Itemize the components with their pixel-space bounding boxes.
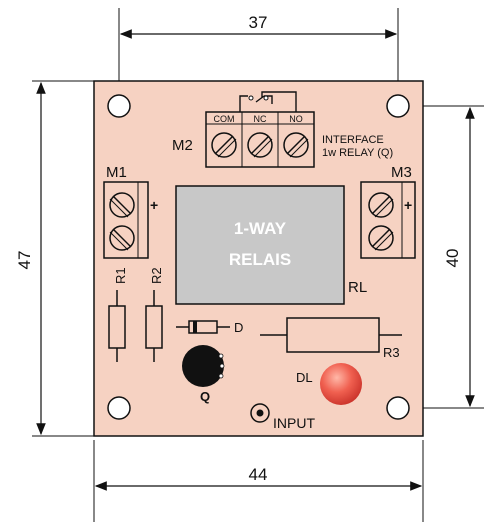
m2-pin-nc: NC xyxy=(254,114,267,124)
relay-rl: 1-WAY RELAIS RL xyxy=(175,185,367,305)
r1-label: R1 xyxy=(113,267,128,284)
r2-label: R2 xyxy=(149,267,164,284)
input-label: INPUT xyxy=(273,415,315,431)
m2-pin-com: COM xyxy=(214,114,235,124)
transistor-body xyxy=(182,345,224,387)
mounting-hole-bottom-left xyxy=(107,396,131,420)
m3-plus: + xyxy=(404,197,412,213)
dimension-bottom-label: 44 xyxy=(249,465,268,484)
led-dl: DL xyxy=(296,363,362,405)
m2-pin-no: NO xyxy=(289,114,303,124)
r3-label: R3 xyxy=(383,345,400,360)
mounting-holes xyxy=(107,94,410,420)
relay-switch-symbol xyxy=(239,91,297,118)
diode-d: D xyxy=(176,320,243,335)
transistor-q: Q xyxy=(182,345,225,404)
dimension-top-label: 37 xyxy=(249,13,268,32)
rl-label: RL xyxy=(348,279,367,296)
mounting-hole-bottom-right xyxy=(386,396,410,420)
resistor-r2: R2 xyxy=(145,267,164,362)
m1-plus: + xyxy=(150,197,158,213)
mounting-hole-top-right xyxy=(386,94,410,118)
dimension-bottom: 44 xyxy=(93,440,424,522)
input-terminal: INPUT xyxy=(250,403,315,431)
relay-body xyxy=(175,185,345,305)
connector-m1: M1 + xyxy=(103,164,158,259)
relay-label-line1: 1-WAY xyxy=(234,219,287,238)
connector-m2: COM NC NO M2 xyxy=(172,91,315,168)
dl-label: DL xyxy=(296,370,313,385)
led-body xyxy=(320,363,362,405)
resistor-r3: R3 xyxy=(260,317,402,360)
dimension-left-label: 47 xyxy=(15,251,34,270)
m1-label: M1 xyxy=(106,164,127,181)
d-label: D xyxy=(234,320,243,335)
mounting-hole-top-left xyxy=(107,94,131,118)
interface-line1: INTERFACE xyxy=(322,134,384,146)
dimension-left: 47 xyxy=(15,80,95,437)
interface-line2: 1w RELAY (Q) xyxy=(322,147,393,159)
q-label: Q xyxy=(200,389,210,404)
dimension-right-label: 40 xyxy=(443,249,462,268)
relay-label-line2: RELAIS xyxy=(229,250,291,269)
m2-label: M2 xyxy=(172,137,193,154)
connector-m3: M3 + xyxy=(360,164,416,259)
m3-label: M3 xyxy=(391,164,412,181)
resistor-r1: R1 xyxy=(108,267,128,362)
dimension-right: 40 xyxy=(398,105,484,409)
